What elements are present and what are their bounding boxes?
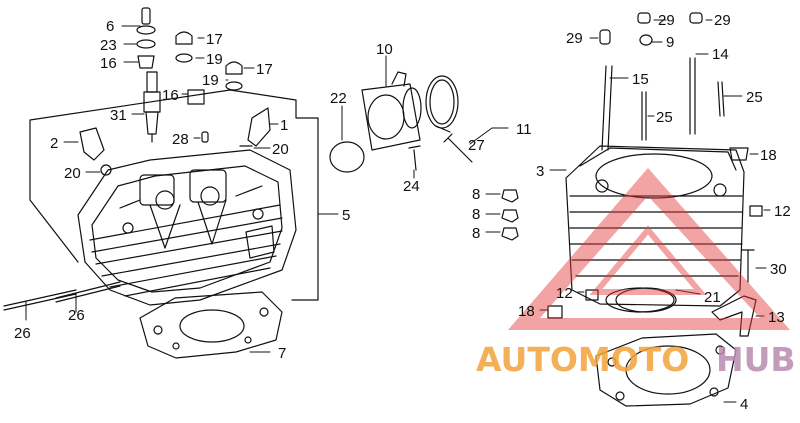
callout-29: 29	[566, 30, 583, 47]
bolt-30	[741, 249, 755, 283]
callout-29: 29	[658, 12, 675, 29]
watermark-hub: HUB	[716, 340, 796, 379]
callout-12: 12	[556, 285, 573, 302]
stud-26a	[3, 289, 77, 311]
intake-pipe	[361, 71, 422, 151]
cylinder-head	[77, 149, 297, 306]
stud-26b	[55, 281, 121, 303]
callout-14: 14	[712, 46, 729, 63]
o-ring-9	[639, 34, 653, 46]
callout-1: 1	[280, 117, 288, 134]
nut-8b	[501, 209, 519, 223]
callout-28: 28	[172, 131, 189, 148]
plug-cap-stack	[136, 7, 156, 69]
watermark-automoto: AUTOMOTO	[476, 340, 689, 379]
callout-11: 11	[516, 121, 532, 138]
callout-9: 9	[666, 34, 674, 51]
callout-8: 8	[472, 225, 480, 242]
callout-15: 15	[632, 71, 649, 88]
nut-16b	[187, 89, 205, 105]
callout-17: 17	[206, 31, 223, 48]
nut-12b	[585, 289, 599, 301]
callout-18: 18	[760, 147, 777, 164]
callout-8: 8	[472, 206, 480, 223]
callout-8: 8	[472, 186, 480, 203]
callout-27: 27	[468, 137, 485, 154]
callout-31: 31	[110, 107, 127, 124]
nut-18b	[547, 305, 563, 319]
cap-1	[247, 107, 271, 147]
cap-29a	[599, 29, 611, 45]
washer-19a	[175, 53, 193, 63]
stud-15	[601, 65, 613, 151]
callout-12: 12	[774, 203, 791, 220]
cap-2	[79, 127, 105, 161]
callout-26: 26	[68, 307, 85, 324]
callout-20: 20	[64, 165, 81, 182]
callout-2: 2	[50, 135, 58, 152]
watermark-triangle-logo	[508, 168, 790, 330]
callout-26: 26	[14, 325, 31, 342]
callout-3: 3	[536, 163, 544, 180]
callout-30: 30	[770, 261, 787, 278]
dowel-28	[201, 131, 209, 143]
cap-29c	[689, 12, 703, 24]
callout-18: 18	[518, 303, 535, 320]
gasket-22	[329, 141, 365, 173]
o-ring-20a	[100, 164, 112, 176]
clamp-band-11	[425, 75, 459, 133]
callout-24: 24	[403, 178, 420, 195]
callout-5: 5	[342, 207, 350, 224]
head-gasket	[139, 291, 283, 359]
washer-19b	[225, 81, 243, 91]
callout-16: 16	[100, 55, 117, 72]
callout-10: 10	[376, 41, 393, 58]
nut-8a	[501, 189, 519, 203]
callout-numbers: 6 23 16 17 19 17 19 16 31 28 1 2 20 20 5…	[14, 12, 791, 413]
spark-plug	[143, 71, 161, 143]
callout-4: 4	[740, 396, 748, 413]
stud-25b	[717, 81, 725, 117]
callout-19: 19	[202, 72, 219, 89]
acorn-nut-17b	[225, 61, 243, 75]
automotohub-watermark: AUTOMOTO HUB	[476, 168, 796, 379]
base-gasket	[595, 333, 737, 407]
nut-18a	[729, 147, 749, 161]
acorn-nut-17a	[175, 31, 193, 45]
callout-19: 19	[206, 51, 223, 68]
cap-29b	[637, 12, 651, 24]
callout-29: 29	[714, 12, 731, 29]
screw-27	[443, 133, 473, 163]
callout-20: 20	[272, 141, 289, 158]
callout-21: 21	[704, 289, 721, 306]
callout-6: 6	[106, 18, 114, 35]
cylinder-block	[565, 145, 745, 313]
stud-25a	[641, 91, 647, 141]
guide-13	[711, 295, 757, 337]
nut-8c	[501, 227, 519, 241]
callout-25: 25	[746, 89, 763, 106]
o-ring-21	[615, 287, 677, 313]
nut-12a	[749, 205, 763, 217]
callout-22: 22	[330, 90, 347, 107]
callout-17: 17	[256, 61, 273, 78]
callout-16: 16	[162, 87, 179, 104]
stud-14	[689, 57, 696, 135]
callout-25: 25	[656, 109, 673, 126]
callout-23: 23	[100, 37, 117, 54]
head-group-bracket	[29, 89, 319, 301]
callout-7: 7	[278, 345, 286, 362]
callout-13: 13	[768, 309, 785, 326]
bolt-24	[408, 145, 421, 171]
